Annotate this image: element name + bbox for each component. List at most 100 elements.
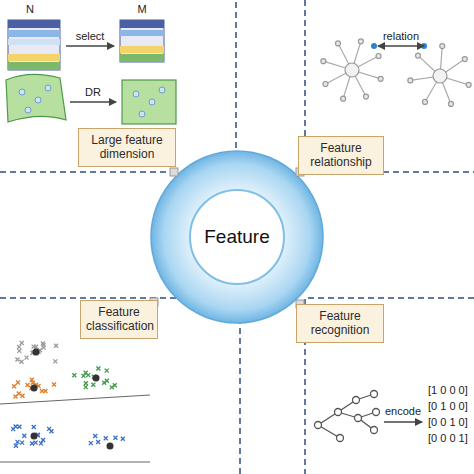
scatter-clusters (113, 383, 117, 387)
matrix-stack (8, 20, 60, 28)
scatter-clusters (25, 356, 29, 360)
star-graphs (378, 76, 383, 81)
separator-lines (0, 395, 150, 404)
matrix-label: N (25, 3, 35, 15)
scatter-clusters (91, 383, 95, 387)
scatter-clusters (11, 341, 125, 449)
star-graphs (408, 78, 413, 83)
star-graphs (462, 57, 467, 62)
tree-graph (353, 397, 360, 404)
star-graphs (323, 81, 328, 86)
encode-arrow (384, 421, 422, 423)
manifold-surface (6, 74, 66, 122)
matrix-selected (120, 54, 164, 62)
tree-graph (371, 427, 378, 434)
scatter-clusters (52, 382, 56, 386)
relation-arrow (378, 45, 424, 47)
category-label: Feature relationship (304, 141, 378, 170)
dr-arrow (70, 102, 116, 103)
star-graphs (448, 101, 453, 106)
scatter-clusters (20, 441, 24, 445)
tree-graph (355, 415, 362, 422)
scatter-clusters (20, 341, 24, 345)
tree-graph (315, 422, 322, 429)
reduced-plane (139, 111, 145, 117)
scatter-clusters (102, 381, 106, 385)
select-arrow (66, 46, 114, 47)
arrow-label: select (75, 30, 106, 42)
scatter-clusters (16, 380, 20, 384)
relation-arrow (378, 46, 424, 47)
scatter-clusters (93, 434, 97, 438)
tree-graph (371, 391, 378, 398)
manifold-surface (25, 107, 31, 113)
star-graphs (321, 39, 471, 107)
scatter-clusters (40, 389, 44, 393)
separator-lines (0, 395, 150, 462)
scatter-clusters (14, 444, 18, 448)
tree-graph (337, 435, 344, 442)
arrow-label: encode (384, 405, 422, 417)
scatter-clusters (105, 369, 109, 373)
scatter-clusters (34, 441, 38, 445)
scatter-clusters (39, 441, 43, 445)
star-graphs (440, 44, 445, 49)
matrix-selected (120, 20, 164, 62)
scatter-clusters (41, 438, 45, 442)
scatter-clusters (47, 427, 51, 431)
category-box: Feature recognition (296, 304, 384, 343)
scatter-clusters (17, 349, 21, 353)
dashed-panels (305, 0, 474, 172)
dashed-panels (0, 0, 236, 172)
tree-graph (315, 391, 380, 442)
arrow-label: relation (382, 30, 420, 42)
scatter-clusters (89, 441, 93, 445)
star-graphs (376, 54, 381, 59)
star-graphs (466, 82, 471, 87)
center-label: Feature (204, 226, 269, 248)
scatter-clusters (107, 443, 114, 450)
star-graphs (371, 43, 377, 49)
separator-lines (0, 462, 150, 463)
scatter-clusters (81, 374, 85, 378)
scatter-clusters (12, 384, 16, 388)
connector-tabs (170, 168, 178, 176)
select-arrow (66, 45, 114, 47)
category-label: Feature classification (86, 305, 152, 334)
tree-graph (335, 409, 342, 416)
scatter-clusters (16, 440, 20, 444)
encode-arrow (384, 422, 422, 423)
category-box: Feature classification (80, 300, 158, 339)
manifold-surface (45, 85, 51, 91)
manifold-surface (35, 97, 41, 103)
manifold-surface (19, 89, 25, 95)
matrix-label: M (136, 3, 147, 15)
matrix-stack (8, 39, 60, 45)
arrow-label: DR (84, 86, 102, 98)
scatter-clusters (30, 378, 34, 382)
matrix-stack (8, 20, 60, 70)
reduced-plane (159, 87, 165, 93)
matrix-stack (8, 62, 60, 70)
ring (151, 151, 323, 323)
scatter-clusters (96, 440, 100, 444)
matrix-stack (8, 20, 60, 70)
category-label: Large feature dimension (84, 133, 170, 162)
matrix-selected (120, 30, 164, 36)
dr-arrow (70, 101, 116, 103)
scatter-clusters (33, 349, 40, 356)
star-graphs (416, 53, 421, 58)
center-circle: Feature (189, 189, 285, 285)
connector-tabs (150, 168, 304, 308)
scatter-clusters (113, 436, 117, 440)
matrix-selected (120, 46, 164, 53)
scatter-clusters (31, 385, 38, 392)
matrix-stack (8, 54, 60, 61)
star-graphs (422, 99, 427, 104)
ring (151, 151, 323, 323)
scatter-clusters (15, 358, 19, 362)
dashed-panels (0, 298, 240, 474)
category-label: Feature recognition (302, 309, 378, 338)
